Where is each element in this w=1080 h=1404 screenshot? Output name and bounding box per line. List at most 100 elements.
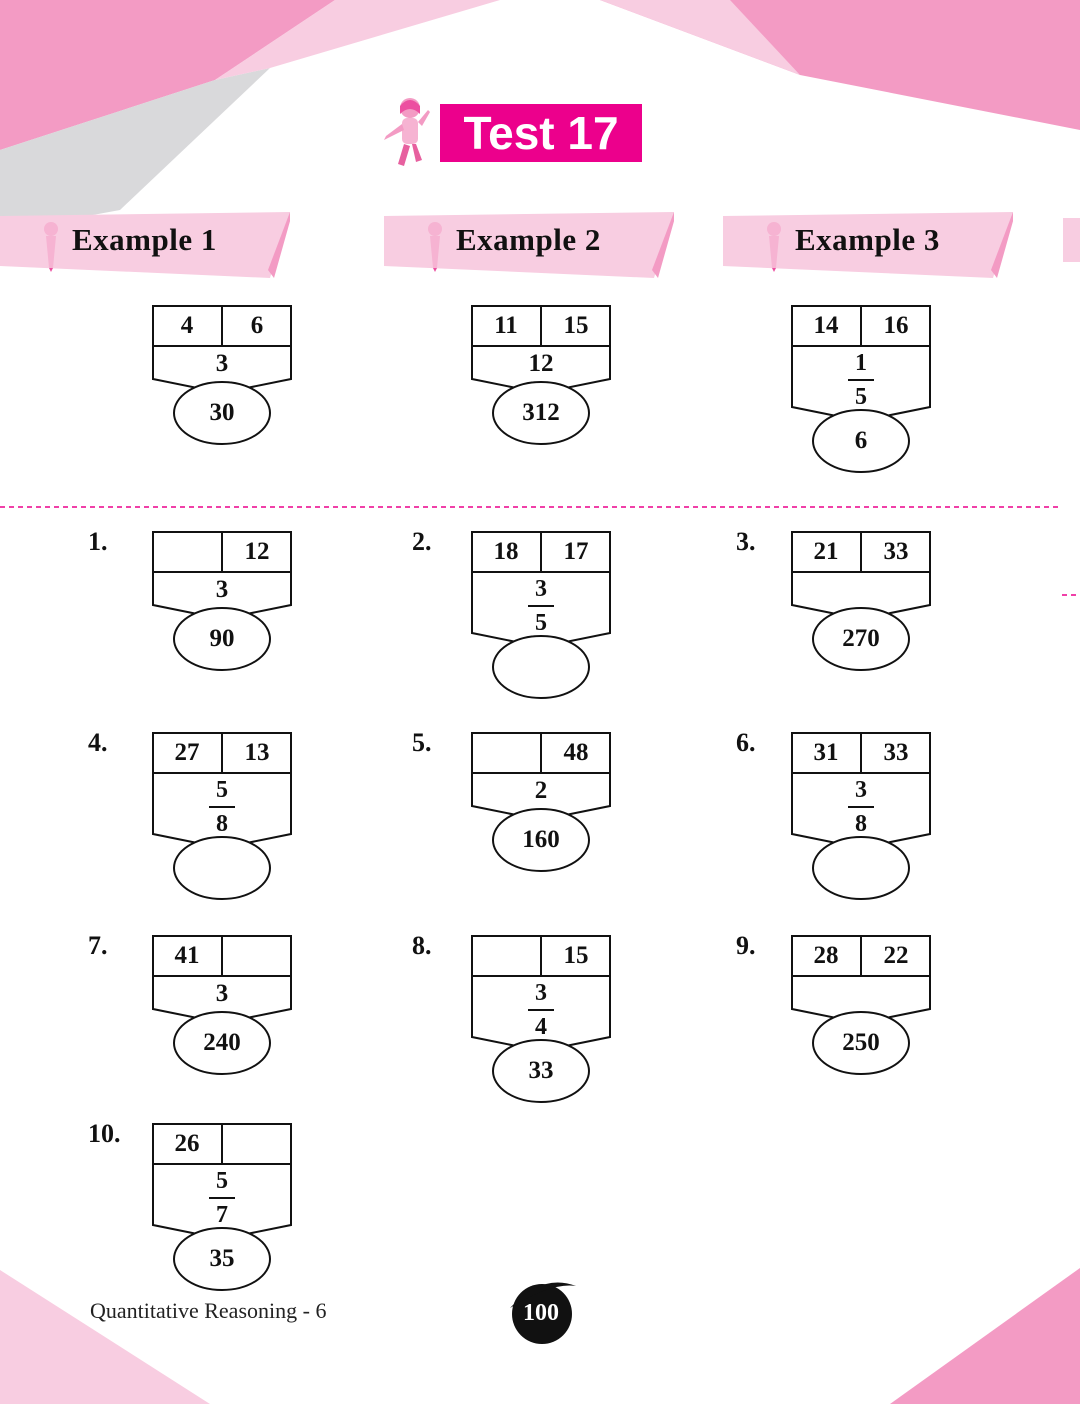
fraction-bar — [209, 1197, 235, 1199]
question-number: 5. — [412, 728, 432, 757]
example-banner-2: Example 2 — [384, 212, 674, 278]
oval-value: 35 — [209, 1245, 235, 1272]
left-cell: 21 — [813, 538, 839, 565]
numerator: 3 — [535, 576, 547, 602]
question-number: 9. — [736, 931, 756, 960]
pencil-girl-icon — [428, 222, 442, 272]
pencil-girl-icon — [44, 222, 58, 272]
question-number: 3. — [736, 527, 756, 556]
right-cell: 15 — [563, 312, 589, 339]
left-cell: 31 — [813, 739, 839, 766]
question-number: 10. — [88, 1119, 121, 1148]
left-cell: 4 — [180, 312, 194, 339]
middle-value: 3 — [215, 980, 229, 1007]
left-cell — [152, 531, 222, 571]
right-cell: 16 — [883, 312, 909, 339]
footer-book-title: Quantitative Reasoning - 6 — [90, 1298, 327, 1323]
right-cell: 22 — [883, 942, 909, 969]
right-cell: 33 — [883, 739, 909, 766]
question-number: 2. — [412, 527, 432, 556]
oval-value: 270 — [842, 625, 880, 652]
right-cell: 12 — [244, 538, 270, 565]
number-puzzle: 41 3 240 — [152, 935, 294, 1091]
page-number: 100 — [523, 1300, 559, 1326]
number-puzzle: 21 33 270 — [791, 531, 933, 687]
example-banner-1: Example 1 — [0, 212, 290, 278]
oval-value: 90 — [209, 625, 235, 652]
left-cell: 26 — [174, 1130, 200, 1157]
denominator: 4 — [535, 1014, 547, 1040]
example-banner-3: Example 3 — [723, 212, 1013, 278]
oval-value: 250 — [842, 1029, 880, 1056]
right-cell: 48 — [563, 739, 589, 766]
number-puzzle: 28 22 250 — [791, 935, 933, 1091]
fraction-bar — [528, 605, 554, 607]
oval-value: 30 — [209, 399, 235, 426]
left-cell: 27 — [174, 739, 200, 766]
right-cell — [222, 1123, 292, 1163]
oval-value: 6 — [854, 427, 868, 454]
right-cell: 33 — [883, 538, 909, 565]
oval-value: 33 — [528, 1057, 554, 1084]
denominator: 8 — [216, 811, 228, 837]
question-number: 8. — [412, 931, 432, 960]
left-cell: 14 — [813, 312, 839, 339]
fraction-bar — [209, 806, 235, 808]
denominator: 5 — [535, 610, 547, 636]
fraction-bar — [528, 1009, 554, 1011]
right-cell: 6 — [250, 312, 264, 339]
right-cell: 15 — [563, 942, 589, 969]
fraction-bar — [848, 379, 874, 381]
oval-value: 160 — [522, 826, 560, 853]
left-cell: 41 — [174, 942, 200, 969]
numerator: 1 — [855, 350, 867, 376]
girl-mascot-icon — [384, 98, 430, 166]
question-number: 1. — [88, 527, 108, 556]
numerator: 3 — [535, 980, 547, 1006]
oval-value: 240 — [203, 1029, 241, 1056]
denominator: 8 — [855, 811, 867, 837]
question-number: 4. — [88, 728, 108, 757]
pencil-girl-icon — [767, 222, 781, 272]
number-puzzle: 12 3 90 — [152, 531, 294, 687]
middle-value: 3 — [215, 350, 229, 377]
numerator: 5 — [216, 1168, 228, 1194]
middle-value: 3 — [215, 576, 229, 603]
denominator: 7 — [216, 1202, 228, 1228]
example-label: Example 2 — [456, 222, 601, 257]
denominator: 5 — [855, 384, 867, 410]
left-cell — [471, 935, 541, 975]
right-cell: 13 — [244, 739, 270, 766]
oval-value: 312 — [522, 399, 560, 426]
question-number: 6. — [736, 728, 756, 757]
left-cell: 11 — [494, 312, 518, 339]
example-label: Example 1 — [72, 222, 217, 257]
page-number-badge — [510, 1282, 576, 1344]
page-title: Test 17 — [440, 104, 642, 162]
left-cell: 18 — [493, 538, 519, 565]
example-label: Example 3 — [795, 222, 940, 257]
numerator: 5 — [216, 777, 228, 803]
right-cell — [222, 935, 292, 975]
question-number: 7. — [88, 931, 108, 960]
fraction-bar — [848, 806, 874, 808]
right-cell: 17 — [563, 538, 589, 565]
numerator: 3 — [855, 777, 867, 803]
left-cell: 28 — [813, 942, 839, 969]
